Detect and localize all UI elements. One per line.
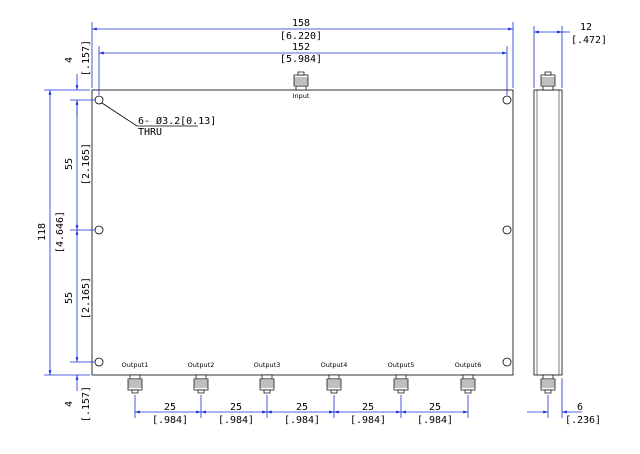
- output-connector: [393, 374, 409, 394]
- dim-top-edge-offset-inch: [.157]: [81, 40, 92, 76]
- side-input-connector: [540, 71, 556, 91]
- dim-side-width: 12: [580, 22, 592, 33]
- dim-port-pitch: 25: [296, 402, 308, 413]
- output-port-label: Output2: [188, 361, 215, 369]
- side-output-connector: [540, 374, 556, 394]
- dim-overall-length-inch: [6.220]: [280, 31, 322, 42]
- output-connector: [460, 374, 476, 394]
- dim-bottom-edge-offset: 4: [64, 401, 75, 407]
- hole-note-leader: [101, 102, 138, 127]
- mounting-hole: [502, 357, 512, 367]
- dim-hole-spacing-inch: [5.984]: [280, 54, 322, 65]
- output-port-label: Output1: [122, 361, 149, 369]
- dim-side-connector-offset-inch: [.236]: [565, 415, 601, 426]
- dim-port-pitch-inch: [.984]: [350, 415, 386, 426]
- output-connector: [259, 374, 275, 394]
- dim-overall-height: 118: [37, 223, 48, 241]
- dim-upper-hole-pitch-inch: [2.165]: [81, 143, 92, 185]
- dim-overall-height-inch: [4.646]: [55, 211, 66, 253]
- dim-side-width-inch: [.472]: [571, 35, 607, 46]
- dim-port-pitch: 25: [429, 402, 441, 413]
- dim-port-pitch-inch: [.984]: [152, 415, 188, 426]
- dim-upper-hole-pitch: 55: [64, 158, 75, 170]
- dim-bottom-edge-offset-inch: [.157]: [81, 386, 92, 422]
- output-connectors: [127, 374, 476, 394]
- output-port-label: Output6: [455, 361, 482, 369]
- dim-lower-hole-pitch-inch: [2.165]: [81, 277, 92, 319]
- output-port-label: Output3: [254, 361, 281, 369]
- mounting-hole: [502, 95, 512, 105]
- output-connector: [193, 374, 209, 394]
- dim-port-pitch: 25: [230, 402, 242, 413]
- mounting-hole: [502, 225, 512, 235]
- output-connector: [326, 374, 342, 394]
- mounting-hole: [94, 357, 104, 367]
- output-connector: [127, 374, 143, 394]
- dim-side-connector-offset: 6: [577, 402, 583, 413]
- dim-top-edge-offset: 4: [64, 57, 75, 63]
- input-port-label: Input: [293, 92, 310, 100]
- dim-hole-spacing: 152: [292, 42, 310, 53]
- dim-port-pitch-inch: [.984]: [284, 415, 320, 426]
- output-port-label: Output4: [321, 361, 348, 369]
- dim-overall-length: 158: [292, 18, 310, 29]
- dim-port-pitch: 25: [362, 402, 374, 413]
- side-view-outline: [533, 89, 563, 376]
- output-port-label: Output5: [388, 361, 415, 369]
- mounting-hole: [94, 95, 104, 105]
- dim-lower-hole-pitch: 55: [64, 292, 75, 304]
- dim-port-pitch: 25: [164, 402, 176, 413]
- input-connector: [293, 71, 309, 91]
- mounting-hole: [94, 225, 104, 235]
- hole-note-line2: THRU: [138, 127, 162, 138]
- dim-port-pitch-inch: [.984]: [417, 415, 453, 426]
- dim-port-pitch-inch: [.984]: [218, 415, 254, 426]
- hole-note-line1: 6- Ø3.2[0.13]: [138, 115, 216, 127]
